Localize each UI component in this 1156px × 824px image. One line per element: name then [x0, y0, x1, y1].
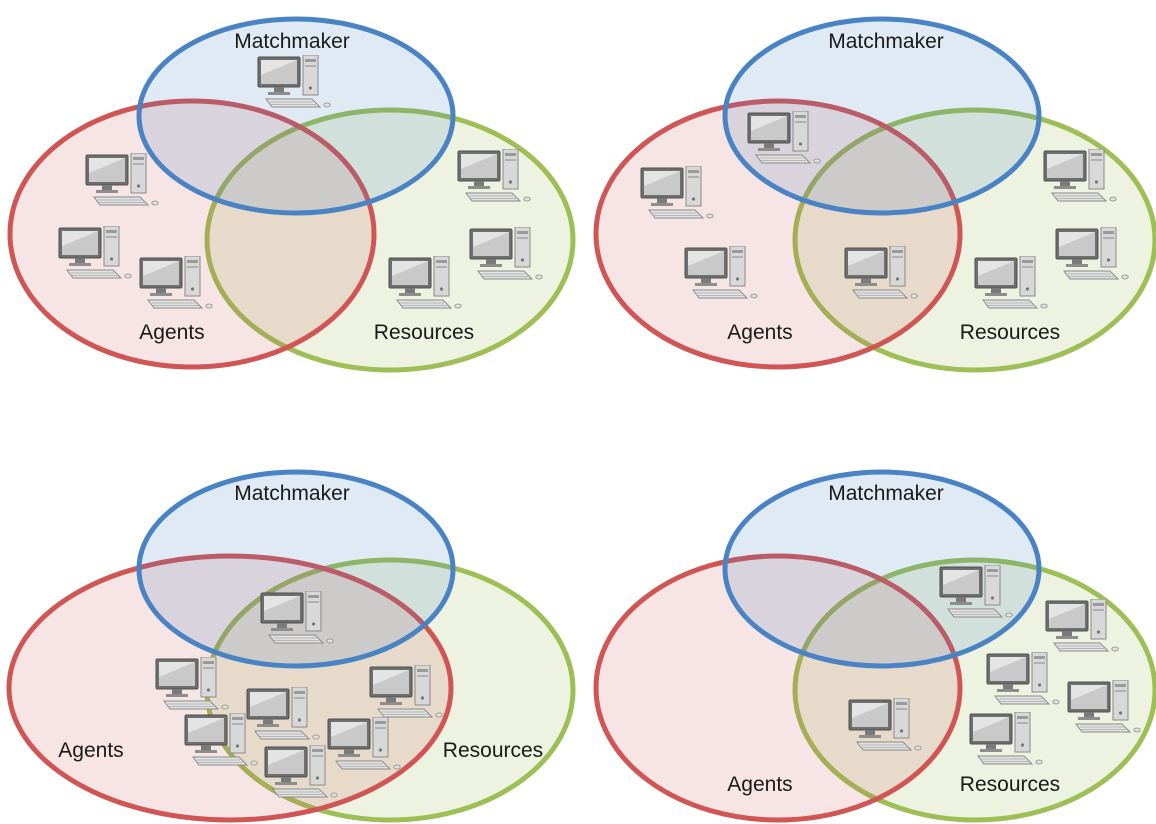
matchmaker-label: Matchmaker	[234, 30, 350, 53]
resources-label: Resources	[374, 321, 474, 344]
resources-label: Resources	[960, 321, 1060, 344]
panel-top-left: Matchmaker Agents Resources	[7, 16, 576, 373]
agents-label: Agents	[139, 321, 204, 344]
panel-bottom-right: Matchmaker Agents Resources	[593, 469, 1156, 823]
agents-label: Agents	[727, 773, 792, 796]
agents-label: Agents	[727, 321, 792, 344]
matchmaker-ellipse	[722, 16, 1042, 216]
matchmaker-ellipse	[136, 469, 456, 669]
agents-ellipse	[593, 553, 963, 823]
panel-top-right: Matchmaker Agents Resources	[593, 16, 1156, 373]
agents-label: Agents	[58, 739, 123, 762]
matchmaker-label: Matchmaker	[234, 482, 350, 505]
resources-label: Resources	[960, 773, 1060, 796]
resources-label: Resources	[443, 739, 543, 762]
panel-bottom-left: Matchmaker Agents Resources	[6, 469, 576, 823]
matchmaker-ellipse	[136, 16, 456, 216]
matchmaker-label: Matchmaker	[828, 30, 944, 53]
matchmaker-label: Matchmaker	[828, 482, 944, 505]
matchmaker-ellipse	[722, 469, 1042, 669]
